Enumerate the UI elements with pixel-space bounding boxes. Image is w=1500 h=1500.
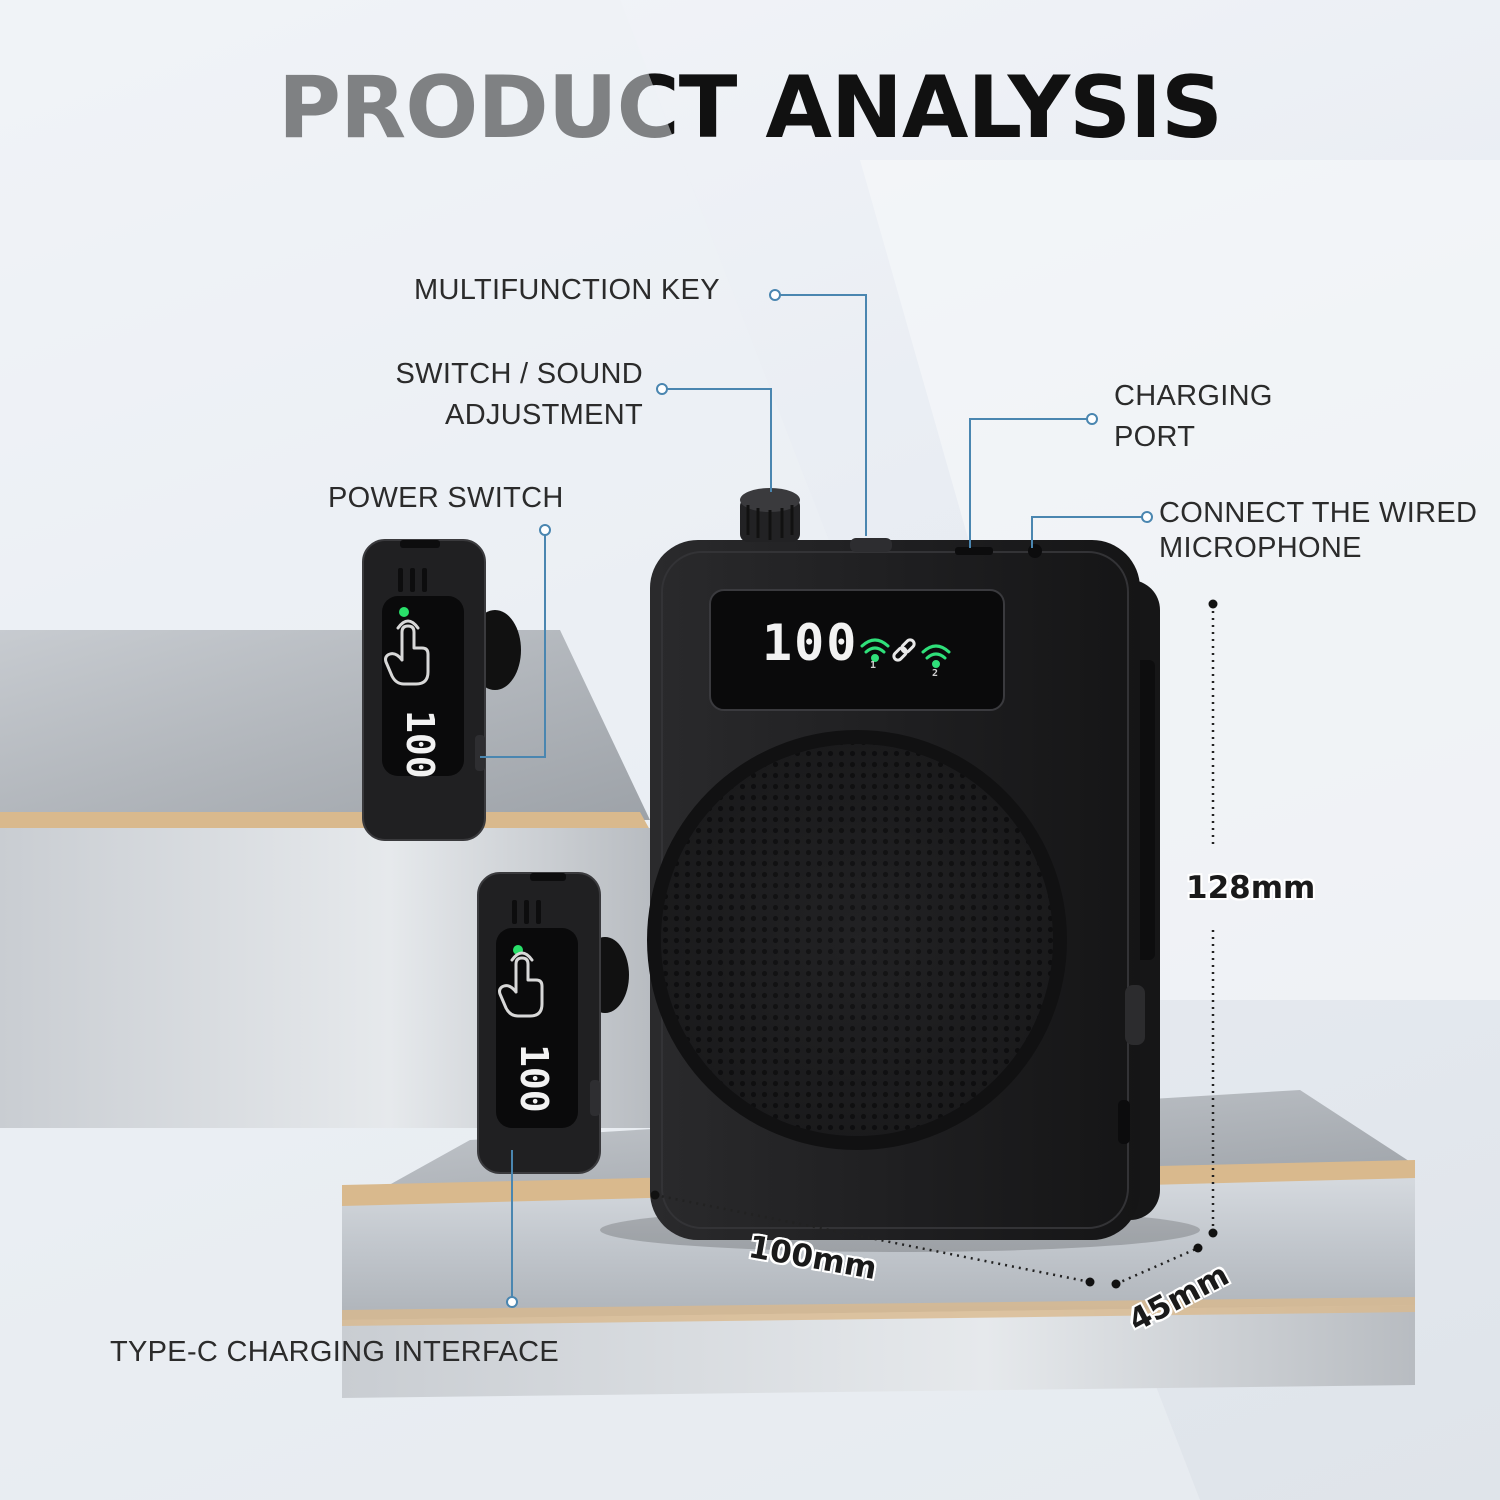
- charging-port-line2: PORT: [1114, 421, 1196, 453]
- mic-transmitter-top: [362, 539, 521, 841]
- touch-hand-icon: [498, 951, 544, 1018]
- callout-dots: [506, 289, 1153, 1308]
- multifunction-key-label: MULTIFUNCTION KEY: [414, 274, 720, 306]
- switch-sound-line1: SWITCH / SOUND: [395, 358, 643, 390]
- mic-top-display-value: 100: [398, 710, 442, 779]
- height-dimension: 128mm: [1186, 870, 1316, 906]
- wired-mic-line2: MICROPHONE: [1159, 532, 1362, 564]
- type-c-label: TYPE-C CHARGING INTERFACE: [110, 1336, 559, 1368]
- link-icon: [892, 638, 916, 662]
- wifi-signal-icon: [921, 644, 951, 668]
- touch-hand-icon: [384, 619, 430, 686]
- wifi-signal-icon: [860, 638, 890, 662]
- wired-mic-label: CONNECT THE WIRED MICROPHONE: [1159, 496, 1477, 566]
- channel-1-label: 1: [870, 660, 877, 671]
- switch-sound-label: SWITCH / SOUND ADJUSTMENT: [340, 354, 643, 436]
- switch-sound-line2: ADJUSTMENT: [445, 399, 643, 431]
- speaker-display-value: 100: [762, 614, 859, 672]
- channel-2-label: 2: [932, 668, 939, 679]
- dimension-lines: [654, 604, 1215, 1286]
- dimension-end-dots: [650, 599, 1218, 1289]
- speaker-device: [647, 488, 1160, 1240]
- wired-mic-line1: CONNECT THE WIRED: [1159, 497, 1478, 529]
- charging-port-label: CHARGING PORT: [1114, 376, 1273, 458]
- power-switch-label: POWER SWITCH: [328, 482, 564, 514]
- callout-lines: [480, 294, 1147, 1302]
- charging-port-line1: CHARGING: [1114, 380, 1273, 412]
- mic-bottom-display-value: 100: [512, 1044, 556, 1113]
